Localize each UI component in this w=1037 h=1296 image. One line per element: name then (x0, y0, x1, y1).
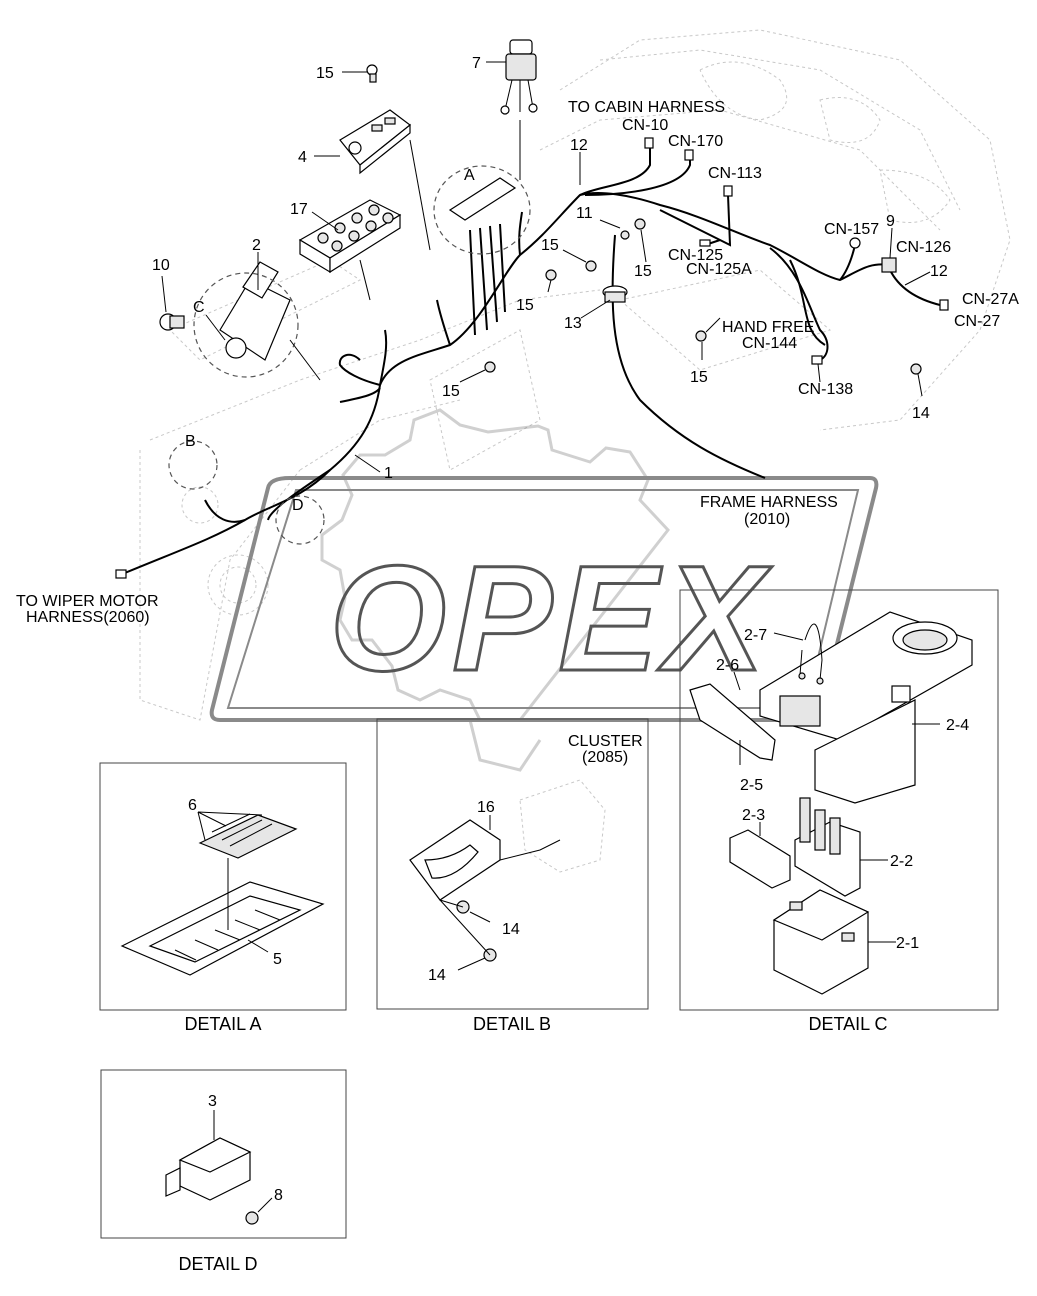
detail-b-caption: DETAIL B (473, 1014, 551, 1034)
callout-15: 15 (634, 263, 652, 280)
part-2-7-wire-end[interactable] (798, 672, 806, 680)
part-15-screw-top[interactable] (366, 64, 378, 83)
detail-a-caption: DETAIL A (184, 1014, 261, 1034)
callout-15: 15 (316, 65, 334, 82)
callout-2-4: 2-4 (946, 717, 969, 734)
callout-d: D (292, 497, 304, 514)
callout-2: 2 (252, 237, 261, 254)
part-a-rocker-panel[interactable] (448, 177, 517, 221)
callout-15: 15 (541, 237, 559, 254)
callout-13: 13 (564, 315, 582, 332)
part-13-grommet[interactable] (602, 285, 628, 303)
detail-d-panel: 3 8 (100, 1069, 347, 1239)
cn-27a-label: CN-27A (962, 291, 1019, 308)
callout-5: 5 (273, 951, 282, 968)
callout-6: 6 (188, 797, 197, 814)
cn-27-label: CN-27 (954, 313, 1000, 330)
cluster-label: CLUSTER (568, 733, 643, 750)
part-2-4-console-box[interactable] (759, 611, 973, 804)
cn-144-label: CN-144 (742, 335, 797, 352)
callout-2-7: 2-7 (744, 627, 767, 644)
part-2-cigar-lighter-box[interactable] (219, 261, 291, 361)
detail-a-panel: 6 5 (99, 762, 347, 1011)
cn-125a-label: CN-125A (686, 261, 752, 278)
part-7-switch[interactable] (500, 39, 538, 115)
detail-d-caption: DETAIL D (178, 1254, 257, 1274)
bolts-main[interactable] (484, 218, 922, 375)
callout-c: C (193, 299, 205, 316)
detail-b-panel: CLUSTER (2085) 16 14 14 (376, 718, 649, 1010)
detail-circle-b[interactable] (168, 440, 218, 490)
watermark-opex: OPEX (209, 476, 879, 722)
background-cab-outline (139, 29, 1011, 721)
leader-lines (161, 61, 931, 473)
callout-14: 14 (428, 967, 446, 984)
detail-c-caption: DETAIL C (808, 1014, 887, 1034)
to-cabin-harness-label: TO CABIN HARNESS (568, 99, 725, 116)
main-callouts: 15 7 4 17 2 10 C A 12 11 15 15 15 15 15 … (152, 55, 948, 514)
callout-2-1: 2-1 (896, 935, 919, 952)
callout-16: 16 (477, 799, 495, 816)
callout-11: 11 (576, 205, 593, 222)
cn-113-label: CN-113 (708, 165, 762, 182)
callout-15: 15 (690, 369, 708, 386)
part-2-6-cover[interactable] (689, 683, 776, 761)
callout-12: 12 (930, 263, 948, 280)
part-2-2-fuse-block[interactable] (794, 797, 861, 897)
cn-10-label: CN-10 (622, 117, 668, 134)
callout-17: 17 (290, 201, 308, 218)
connectors-small (115, 137, 949, 579)
cluster-code: (2085) (582, 749, 628, 766)
frame-harness-label: FRAME HARNESS (700, 494, 838, 511)
callout-2-5: 2-5 (740, 777, 763, 794)
callout-2-6: 2-6 (716, 657, 739, 674)
part-3-relay[interactable] (165, 1137, 252, 1201)
callout-10: 10 (152, 257, 170, 274)
callout-14: 14 (912, 405, 930, 422)
callout-8: 8 (274, 1187, 283, 1204)
watermark-gear (320, 408, 670, 772)
callout-4: 4 (298, 149, 307, 166)
wiper-harness-label-1: TO WIPER MOTOR (16, 593, 159, 610)
cn-170-label: CN-170 (668, 133, 723, 150)
part-2-1-base-box[interactable] (772, 889, 870, 995)
callout-14: 14 (502, 921, 520, 938)
callout-b: B (185, 433, 196, 450)
callout-7: 7 (472, 55, 481, 72)
callout-1: 1 (384, 465, 393, 482)
part-4-switch-panel[interactable] (339, 109, 411, 175)
cn-126-label: CN-126 (896, 239, 951, 256)
callout-12: 12 (570, 137, 588, 154)
wiper-harness-label-2: HARNESS(2060) (26, 609, 150, 626)
cn-157-label: CN-157 (824, 221, 879, 238)
callout-9: 9 (886, 213, 895, 230)
part-10-lighter[interactable] (159, 313, 185, 331)
cn-138-label: CN-138 (798, 381, 853, 398)
detail-circle-d[interactable] (275, 495, 325, 545)
part-17-switch-block[interactable] (298, 199, 402, 274)
cn-125-label: CN-125 (668, 247, 723, 264)
callout-a: A (464, 167, 475, 184)
hand-free-label: HAND FREE (722, 319, 814, 336)
watermark-text: OPEX (330, 534, 773, 702)
detail-c-panel: 2-7 2-6 2-5 2-4 2-3 2-2 2-1 (679, 589, 999, 1011)
callout-2-2: 2-2 (890, 853, 913, 870)
part-2-3-relay[interactable] (729, 829, 791, 889)
callout-15: 15 (516, 297, 534, 314)
connector-labels: TO CABIN HARNESS CN-10 CN-170 CN-113 CN-… (16, 99, 1019, 626)
detail-circle-c[interactable] (193, 272, 299, 378)
callout-3: 3 (208, 1093, 217, 1110)
frame-harness-code: (2010) (744, 511, 790, 528)
part-8-screw[interactable] (245, 1211, 259, 1225)
callout-2-3: 2-3 (742, 807, 765, 824)
detail-circle-a[interactable] (433, 165, 531, 255)
callout-15: 15 (442, 383, 460, 400)
